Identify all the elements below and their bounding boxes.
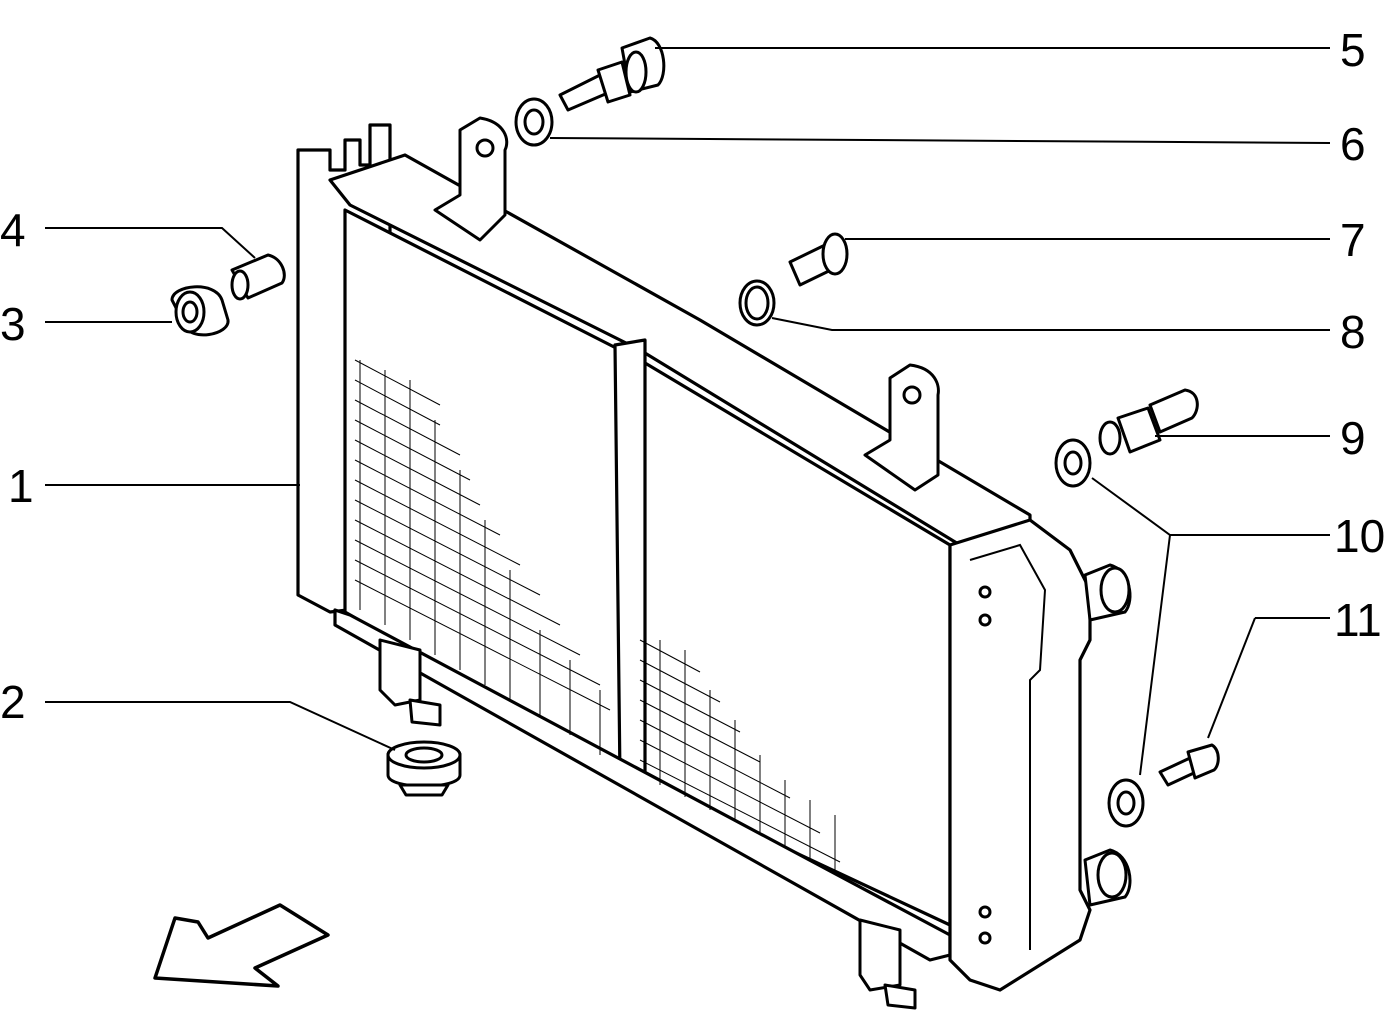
part-oring <box>738 279 776 327</box>
bottom-drain-right <box>883 983 917 1010</box>
part-washer-right-top <box>1054 438 1092 488</box>
part-bolt-nut-top <box>558 36 666 112</box>
bottom-foot-right <box>858 918 902 992</box>
callout-1: 1 <box>8 460 34 512</box>
leader-lines <box>45 47 1331 776</box>
bottom-foot-left <box>378 638 422 707</box>
callout-11: 11 <box>1334 594 1382 646</box>
upper-hose-opening <box>1099 566 1131 614</box>
radiator-right-tank <box>948 518 1092 992</box>
radiator-assembly <box>296 116 1132 1010</box>
callout-7: 7 <box>1340 214 1366 266</box>
lower-hose-opening <box>1096 851 1128 899</box>
tank-hole <box>978 905 992 919</box>
callout-10: 10 <box>1334 510 1385 562</box>
callout-4: 4 <box>0 204 26 256</box>
callout-2: 2 <box>0 676 26 728</box>
callout-3: 3 <box>0 298 26 350</box>
part-sleeve <box>230 253 286 301</box>
part-grommet-left <box>170 285 230 337</box>
part-screw-mid <box>788 232 849 287</box>
callout-6: 6 <box>1340 118 1366 170</box>
callout-labels: 1 2 3 4 5 6 7 8 9 10 11 <box>0 24 1385 728</box>
direction-arrow-icon <box>153 903 330 988</box>
core-fins-left <box>354 359 611 755</box>
mount-tab-hole <box>475 138 495 158</box>
tank-hole <box>978 931 992 945</box>
radiator-center-divider <box>613 338 647 782</box>
tank-hole <box>978 585 992 599</box>
mount-tab-hole <box>902 385 922 405</box>
core-fins-right <box>639 639 841 872</box>
part-sensor <box>1098 388 1199 456</box>
tank-hole <box>978 613 992 627</box>
bottom-drain-left <box>408 698 442 727</box>
callout-8: 8 <box>1340 306 1366 358</box>
callout-9: 9 <box>1340 412 1366 464</box>
part-grommet-bottom <box>386 740 462 797</box>
callout-5: 5 <box>1340 24 1366 76</box>
part-small-screw <box>1158 743 1220 787</box>
part-washer-right-bottom <box>1107 778 1145 828</box>
part-washer-top <box>514 97 554 147</box>
right-tank-face-edge <box>969 543 1047 950</box>
